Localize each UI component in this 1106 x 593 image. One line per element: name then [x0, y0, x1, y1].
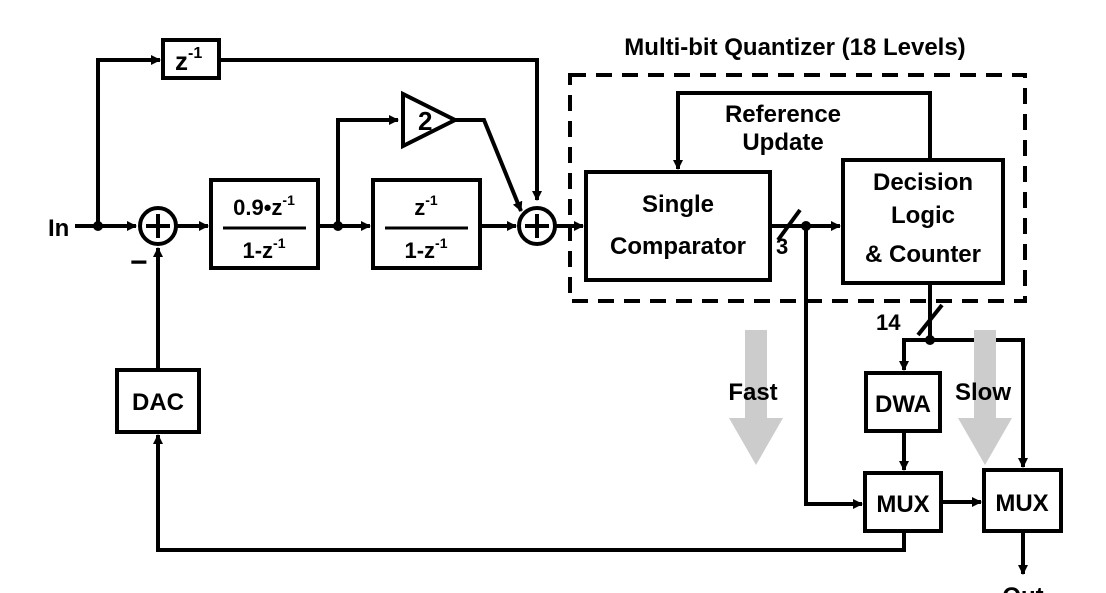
decision-label-line3: & Counter: [865, 241, 981, 268]
dac-label: DAC: [132, 389, 184, 416]
comparator-label-line1: Single: [642, 191, 714, 218]
wire-bus-to-dwa: [899, 338, 930, 371]
dwa-block: [864, 371, 942, 433]
wire-bus-to-mux2: [930, 338, 1028, 468]
wire-reference-update: [673, 91, 932, 170]
bus-width-3: 3: [776, 234, 788, 259]
integrator2-denominator: 1-z-1: [404, 235, 447, 263]
fast-label: Fast: [728, 379, 777, 406]
mux-block-1: [863, 471, 943, 533]
decision-label-line1: Decision: [873, 169, 973, 196]
decision-logic-counter-block: [841, 158, 1005, 285]
reference-update-line1: Reference: [725, 101, 841, 128]
dac-block: [115, 368, 201, 434]
summing-junction-2: [517, 206, 557, 246]
bus-width-14: 14: [876, 310, 901, 335]
wire-input-to-top-delay: [96, 55, 161, 226]
integrator2-numerator: z-1: [414, 192, 438, 220]
dwa-label: DWA: [875, 391, 931, 418]
wire-mux1-to-dac: [153, 434, 906, 552]
wire-gain-to-sum2: [455, 118, 523, 212]
output-label: Out: [1002, 583, 1043, 593]
decision-label-line2: Logic: [891, 202, 955, 229]
input-label: In: [48, 215, 69, 242]
integrator1-numerator: 0.9•z-1: [233, 192, 295, 220]
bus-slash-3: [776, 208, 802, 242]
wire-fast-path-to-mux1: [804, 226, 863, 509]
slow-label: Slow: [955, 379, 1011, 406]
reference-update-line2: Update: [742, 129, 823, 156]
wire-top-delay-to-sum2: [219, 58, 542, 201]
gain-triangle: [401, 90, 460, 150]
gain-label: 2: [418, 106, 432, 136]
single-comparator-block: [584, 170, 772, 282]
slow-direction-arrow: [958, 330, 1012, 465]
quantizer-boundary: [568, 73, 1027, 303]
mux2-label: MUX: [995, 490, 1048, 517]
integrator1-denominator: 1-z-1: [242, 235, 285, 263]
mux1-label: MUX: [876, 491, 929, 518]
comparator-label-line2: Comparator: [610, 233, 746, 260]
delay-top-label: z-1: [175, 45, 202, 76]
summing-junction-1: [138, 206, 178, 246]
fast-direction-arrow: [729, 330, 783, 465]
wire-integrator1-to-gain: [336, 115, 399, 226]
minus-sign: −: [130, 246, 148, 279]
bus-slash-14: [916, 303, 944, 337]
quantizer-title: Multi-bit Quantizer (18 Levels): [624, 34, 965, 61]
mux-block-2: [982, 468, 1063, 533]
